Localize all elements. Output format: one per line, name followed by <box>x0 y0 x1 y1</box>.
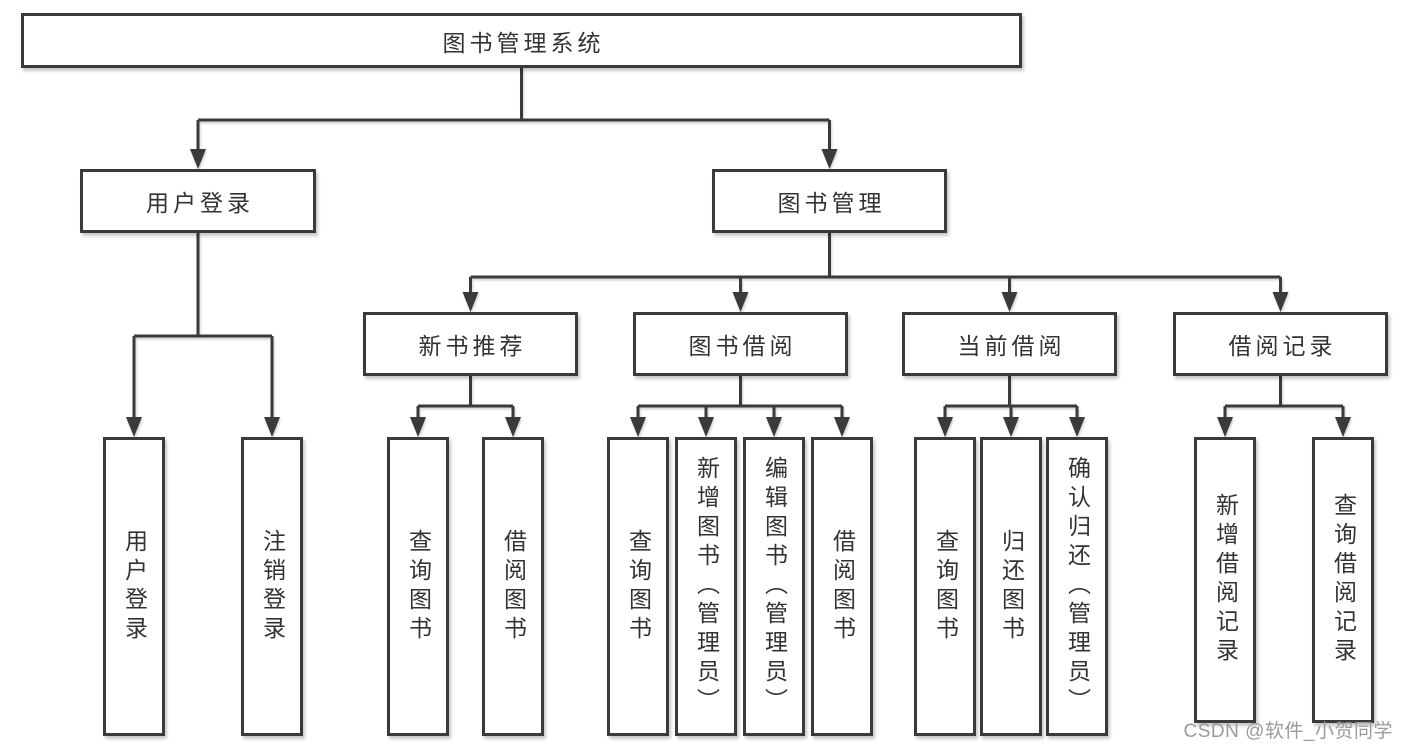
leaf-query-book-2: 查询图书 <box>607 437 669 736</box>
node-current-borrow: 当前借阅 <box>902 312 1117 376</box>
leaf-query-borrow-record: 查询借阅记录 <box>1312 437 1374 723</box>
leaf-query-book-3: 查询图书 <box>914 437 976 736</box>
leaf-query-book-1-label: 查询图书 <box>405 528 432 645</box>
node-borrow-record-label: 借阅记录 <box>1228 333 1337 359</box>
leaf-user-login: 用户登录 <box>103 437 165 736</box>
leaf-add-borrow-record: 新增借阅记录 <box>1194 437 1256 723</box>
node-new-book-recommend: 新书推荐 <box>363 312 578 376</box>
leaf-add-book-admin: 新增图书（管理员） <box>675 437 737 736</box>
node-root: 图书管理系统 <box>21 13 1022 68</box>
node-new-book-recommend-label: 新书推荐 <box>418 333 527 359</box>
leaf-confirm-return-admin-label: 确认归还（管理员） <box>1064 456 1091 717</box>
leaf-return-book-label: 归还图书 <box>998 528 1025 645</box>
leaf-edit-book-admin-label: 编辑图书（管理员） <box>761 456 788 717</box>
node-borrow-record: 借阅记录 <box>1173 312 1388 376</box>
node-book-management: 图书管理 <box>712 169 947 233</box>
node-current-borrow-label: 当前借阅 <box>957 333 1066 359</box>
leaf-borrow-book-2-label: 借阅图书 <box>829 528 856 645</box>
leaf-confirm-return-admin: 确认归还（管理员） <box>1046 437 1108 736</box>
leaf-add-book-admin-label: 新增图书（管理员） <box>693 456 720 717</box>
leaf-borrow-book-1-label: 借阅图书 <box>500 528 527 645</box>
leaf-logout: 注销登录 <box>241 437 303 736</box>
leaf-query-book-2-label: 查询图书 <box>625 528 652 645</box>
leaf-edit-book-admin: 编辑图书（管理员） <box>743 437 805 736</box>
leaf-return-book: 归还图书 <box>980 437 1042 736</box>
node-root-label: 图书管理系统 <box>442 29 605 56</box>
node-user-login: 用户登录 <box>80 169 316 233</box>
leaf-query-book-1: 查询图书 <box>387 437 449 736</box>
node-book-borrow: 图书借阅 <box>633 312 848 376</box>
leaf-query-borrow-record-label: 查询借阅记录 <box>1330 493 1357 667</box>
leaf-add-borrow-record-label: 新增借阅记录 <box>1212 493 1239 667</box>
arrowheads <box>126 149 1351 437</box>
node-book-borrow-label: 图书借阅 <box>688 333 797 359</box>
leaf-borrow-book-1: 借阅图书 <box>482 437 544 736</box>
leaf-query-book-3-label: 查询图书 <box>932 528 959 645</box>
csdn-watermark: CSDN @软件_小贺同学 <box>1183 721 1393 742</box>
leaf-logout-label: 注销登录 <box>259 528 286 645</box>
leaf-user-login-label: 用户登录 <box>121 528 148 645</box>
leaf-borrow-book-2: 借阅图书 <box>811 437 873 736</box>
node-user-login-label: 用户登录 <box>146 190 254 216</box>
node-book-management-label: 图书管理 <box>777 190 886 216</box>
